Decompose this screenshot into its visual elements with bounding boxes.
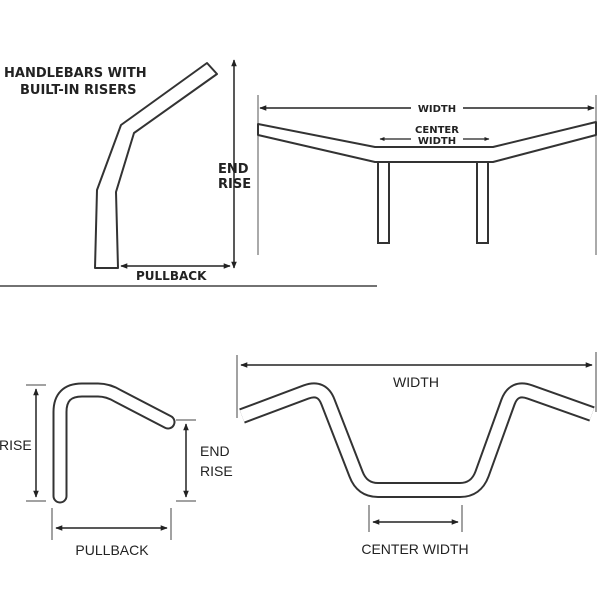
riser-title-line1: HANDLEBARS WITH — [4, 66, 147, 81]
ape-hanger-bar-inner — [239, 384, 595, 496]
riser-handlebar-side-view: HANDLEBARS WITH BUILT-IN RISERS END RISE… — [0, 59, 377, 287]
end-rise-label-line1: END — [218, 162, 249, 177]
right-riser — [476, 161, 489, 244]
riser-bar-profile — [94, 62, 218, 269]
handlebar-side-profile: RISE END RISE PULLBACK — [0, 382, 233, 558]
rise-label: RISE — [0, 437, 32, 453]
bottom-width-label: WIDTH — [393, 374, 439, 390]
center-width-label-line1: CENTER — [415, 125, 459, 136]
riser-title-line2: BUILT-IN RISERS — [20, 83, 137, 98]
ape-hanger-front-view: WIDTH CENTER WIDTH — [236, 352, 597, 557]
ape-hanger-bar-outer — [239, 382, 595, 498]
top-width-label: WIDTH — [418, 104, 456, 115]
left-riser — [377, 161, 390, 244]
bottom-pullback-label: PULLBACK — [75, 542, 149, 558]
pullback-label: PULLBACK — [136, 269, 207, 283]
bottom-end-rise-label-line2: RISE — [200, 463, 233, 479]
side-profile-bar-inner — [54, 384, 174, 502]
front-bar-outline — [257, 121, 597, 163]
bottom-end-rise-label-line1: END — [200, 443, 230, 459]
side-profile-bar-outer — [52, 382, 176, 504]
center-width-label-line2: WIDTH — [418, 136, 456, 147]
riser-handlebar-front-view: WIDTH CENTER WIDTH — [257, 95, 597, 255]
end-rise-label-line2: RISE — [218, 177, 251, 192]
bottom-center-width-label: CENTER WIDTH — [361, 541, 468, 557]
